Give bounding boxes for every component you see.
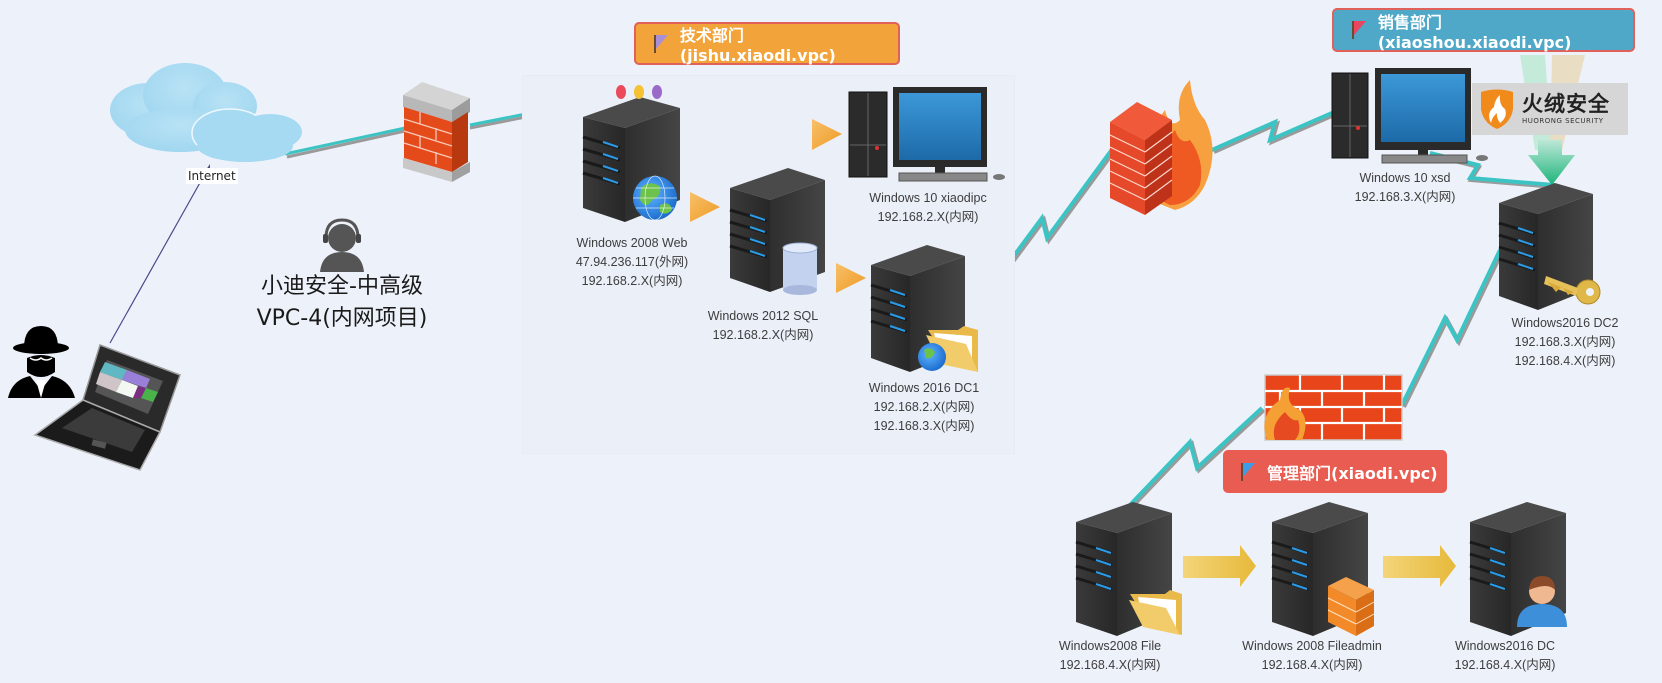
node-ip: 192.168.3.X(内网) [873, 419, 975, 433]
node-ip: 192.168.2.X(内网) [873, 400, 975, 414]
node-ip: 192.168.2.X(内网) [877, 210, 979, 224]
huorong-security-logo: 火绒安全 HUORONG SECURITY [1472, 83, 1628, 135]
node-name: Windows 2008 Fileadmin [1242, 639, 1382, 653]
link-firewall2-xsd [1211, 111, 1335, 154]
link-internet-firewall [284, 126, 406, 159]
node-label-dc: Windows2016 DC 192.168.4.X(内网) [1455, 637, 1556, 675]
link-attacker-internet [109, 164, 210, 344]
node-name: Windows 2016 DC1 [868, 381, 980, 395]
group-tag-label: 技术部门(jishu.xiaodi.vpc) [679, 26, 836, 65]
node-ip: 192.168.3.X(内网) [1514, 335, 1616, 349]
node-ip: 192.168.4.X(内网) [1261, 658, 1363, 672]
node-label-fileadmin: Windows 2008 Fileadmin 192.168.4.X(内网) [1242, 637, 1382, 675]
huorong-name-en: HUORONG SECURITY [1522, 117, 1604, 125]
node-name: Windows 2008 Web [576, 236, 688, 250]
huorong-shield-icon [1481, 89, 1513, 129]
node-label-file: Windows2008 File 192.168.4.X(内网) [1059, 637, 1161, 675]
node-name: Windows2008 File [1058, 639, 1162, 653]
node-label-web: Windows 2008 Web 47.94.236.117(外网) 192.1… [576, 234, 688, 291]
node-ip: 192.168.4.X(内网) [1059, 658, 1161, 672]
internet-label: Internet [186, 168, 238, 184]
flag-icon [1241, 462, 1257, 482]
flag-icon [654, 34, 670, 54]
group-tag-mgmt[interactable]: 管理部门(xiaodi.vpc) [1223, 450, 1447, 493]
node-name: Windows 2012 SQL [707, 309, 819, 323]
group-tag-sales[interactable]: 销售部门(xiaoshou.xiaodi.vpc) [1332, 8, 1635, 52]
node-label-xsd: Windows 10 xsd 192.168.3.X(内网) [1355, 169, 1456, 207]
diagram-title-line-2: VPC-4(内网项目) [256, 306, 428, 331]
link-file-firewall3 [1128, 406, 1266, 509]
node-name: Windows2016 DC2 [1511, 316, 1619, 330]
node-label-sql: Windows 2012 SQL 192.168.2.X(内网) [708, 307, 818, 345]
group-tag-label: 管理部门(xiaodi.vpc) [1267, 463, 1438, 483]
node-label-dc2: Windows2016 DC2 192.168.3.X(内网) 192.168.… [1512, 314, 1619, 371]
node-label-xiaodipc: Windows 10 xiaodipc 192.168.2.X(内网) [869, 189, 986, 227]
flag-icon [1352, 20, 1368, 40]
node-ip: 192.168.2.X(内网) [581, 274, 683, 288]
group-tag-tech[interactable]: 技术部门(jishu.xiaodi.vpc) [634, 22, 900, 65]
node-name: Windows 10 xiaodipc [869, 191, 987, 205]
link-firewall3-dc2 [1400, 249, 1504, 408]
node-ip: 192.168.2.X(内网) [712, 328, 814, 342]
node-label-dc1: Windows 2016 DC1 192.168.2.X(内网) 192.168… [869, 379, 979, 436]
node-ip: 47.94.236.117(外网) [575, 255, 689, 269]
group-tag-label: 销售部门(xiaoshou.xiaodi.vpc) [1377, 12, 1572, 52]
huorong-name-cn: 火绒安全 [1522, 92, 1610, 116]
diagram-title-line-1: 小迪安全-中高级 [261, 274, 423, 299]
node-ip: 192.168.4.X(内网) [1514, 354, 1616, 368]
node-name: Windows2016 DC [1454, 639, 1556, 653]
node-ip: 192.168.4.X(内网) [1454, 658, 1556, 672]
node-name: Windows 10 xsd [1359, 171, 1451, 185]
node-ip: 192.168.3.X(内网) [1354, 190, 1456, 204]
